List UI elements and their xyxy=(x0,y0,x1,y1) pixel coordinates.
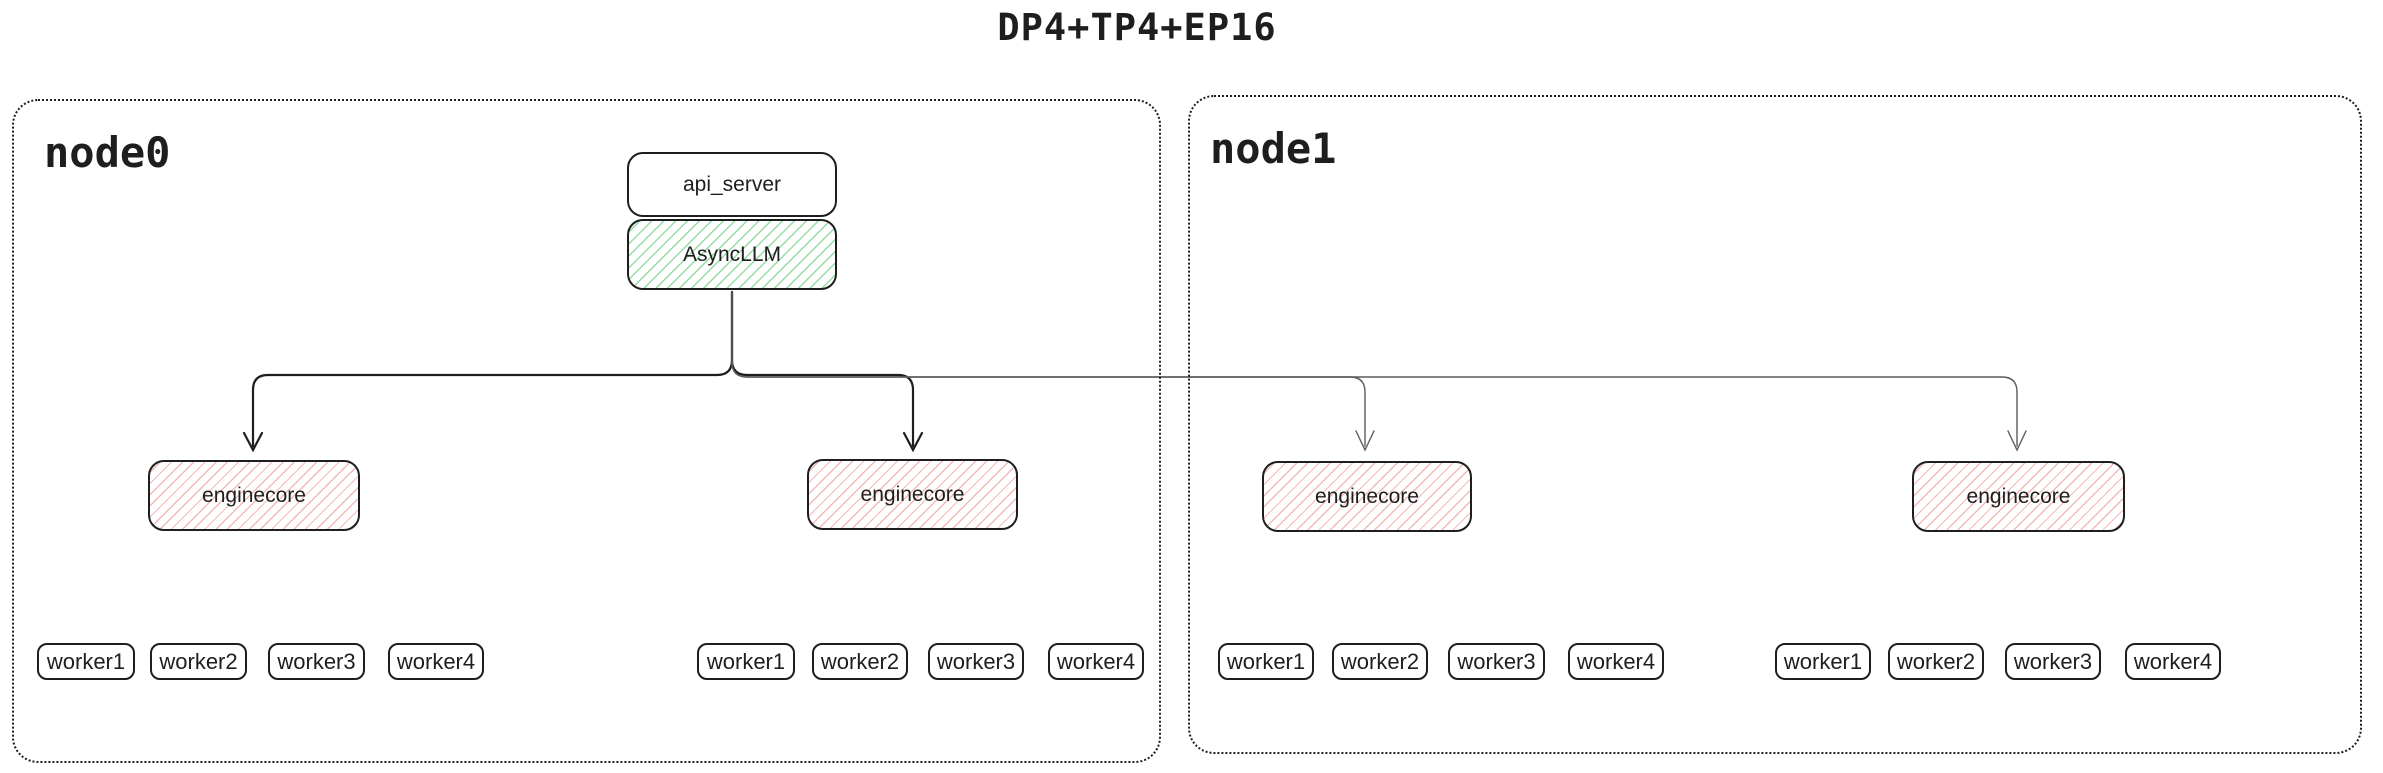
worker-box: worker3 xyxy=(928,643,1024,680)
enginecore-box: enginecore xyxy=(1912,461,2125,532)
worker-label: worker3 xyxy=(1457,648,1536,674)
api-server-box: api_server xyxy=(627,152,837,217)
worker-label: worker4 xyxy=(2133,648,2213,674)
worker-box: worker2 xyxy=(1888,643,1984,680)
enginecore-box: enginecore xyxy=(807,459,1018,530)
worker-box: worker1 xyxy=(1218,643,1314,680)
node1-label: node1 xyxy=(1210,124,1337,173)
worker-label: worker3 xyxy=(277,648,356,674)
enginecore-label: enginecore xyxy=(202,483,306,507)
worker-label: worker4 xyxy=(1056,648,1136,674)
node0-container xyxy=(12,99,1161,763)
worker-label: worker3 xyxy=(2013,648,2093,674)
worker-box: worker1 xyxy=(1775,643,1871,680)
enginecore-label: enginecore xyxy=(1966,484,2071,508)
worker-box: worker3 xyxy=(2005,643,2101,680)
diagram-title: DP4+TP4+EP16 xyxy=(997,6,1277,49)
worker-box: worker2 xyxy=(150,643,247,680)
worker-box: worker2 xyxy=(812,643,908,680)
worker-box: worker1 xyxy=(37,643,135,680)
node1-container xyxy=(1188,95,2362,754)
worker-label: worker1 xyxy=(706,648,786,674)
worker-label: worker3 xyxy=(936,648,1016,674)
node0-label: node0 xyxy=(44,128,171,177)
worker-box: worker4 xyxy=(388,643,484,680)
worker-label: worker1 xyxy=(1783,648,1863,674)
enginecore-box: enginecore xyxy=(148,460,360,531)
worker-box: worker3 xyxy=(1448,643,1545,680)
enginecore-label: enginecore xyxy=(1315,484,1419,508)
api-server-label: api_server xyxy=(682,172,782,196)
enginecore-label: enginecore xyxy=(860,482,965,506)
worker-box: worker3 xyxy=(268,643,365,680)
worker-label: worker2 xyxy=(1896,648,1976,674)
worker-box: worker4 xyxy=(1048,643,1144,680)
worker-label: worker1 xyxy=(46,648,126,674)
worker-label: worker1 xyxy=(1226,648,1306,674)
worker-box: worker1 xyxy=(697,643,795,680)
worker-label: worker2 xyxy=(159,648,238,674)
worker-label: worker2 xyxy=(1340,648,1420,674)
enginecore-box: enginecore xyxy=(1262,461,1472,532)
worker-label: worker2 xyxy=(820,648,900,674)
worker-label: worker4 xyxy=(396,648,476,674)
worker-box: worker4 xyxy=(1568,643,1664,680)
worker-box: worker4 xyxy=(2125,643,2221,680)
worker-label: worker4 xyxy=(1576,648,1656,674)
worker-box: worker2 xyxy=(1332,643,1428,680)
asyncllm-label: AsyncLLM xyxy=(682,242,782,266)
asyncllm-box: AsyncLLM xyxy=(627,219,837,290)
